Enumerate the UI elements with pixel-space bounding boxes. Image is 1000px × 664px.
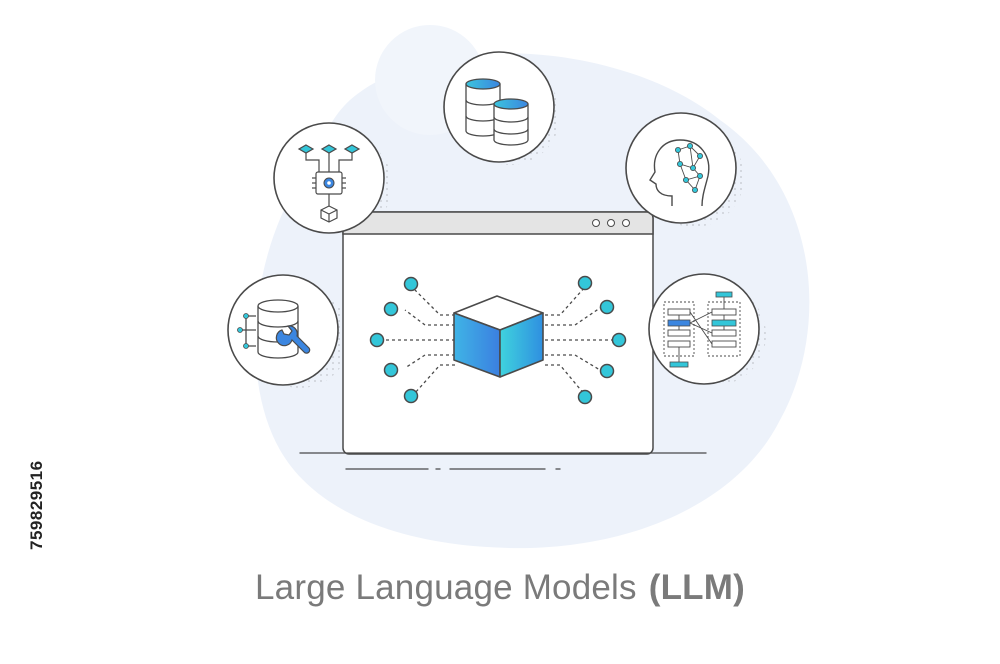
window-control-dots bbox=[592, 219, 630, 227]
network-connectors bbox=[386, 286, 612, 396]
database-stack-icon bbox=[443, 51, 555, 163]
database-maintenance-icon bbox=[227, 274, 339, 386]
data-flow-processor-icon bbox=[273, 122, 385, 234]
caption-abbreviation: (LLM) bbox=[648, 568, 745, 607]
side-id-text: 759829516 bbox=[27, 460, 46, 550]
data-cube-icon bbox=[453, 295, 544, 378]
network-nodes bbox=[369, 275, 627, 405]
ground-lines bbox=[299, 452, 707, 470]
caption-title: Large Language Models bbox=[255, 568, 637, 607]
flowchart-diagram-icon bbox=[648, 273, 760, 385]
ai-head-network-icon bbox=[625, 112, 737, 224]
caption: Large Language Models (LLM) bbox=[0, 568, 1000, 608]
